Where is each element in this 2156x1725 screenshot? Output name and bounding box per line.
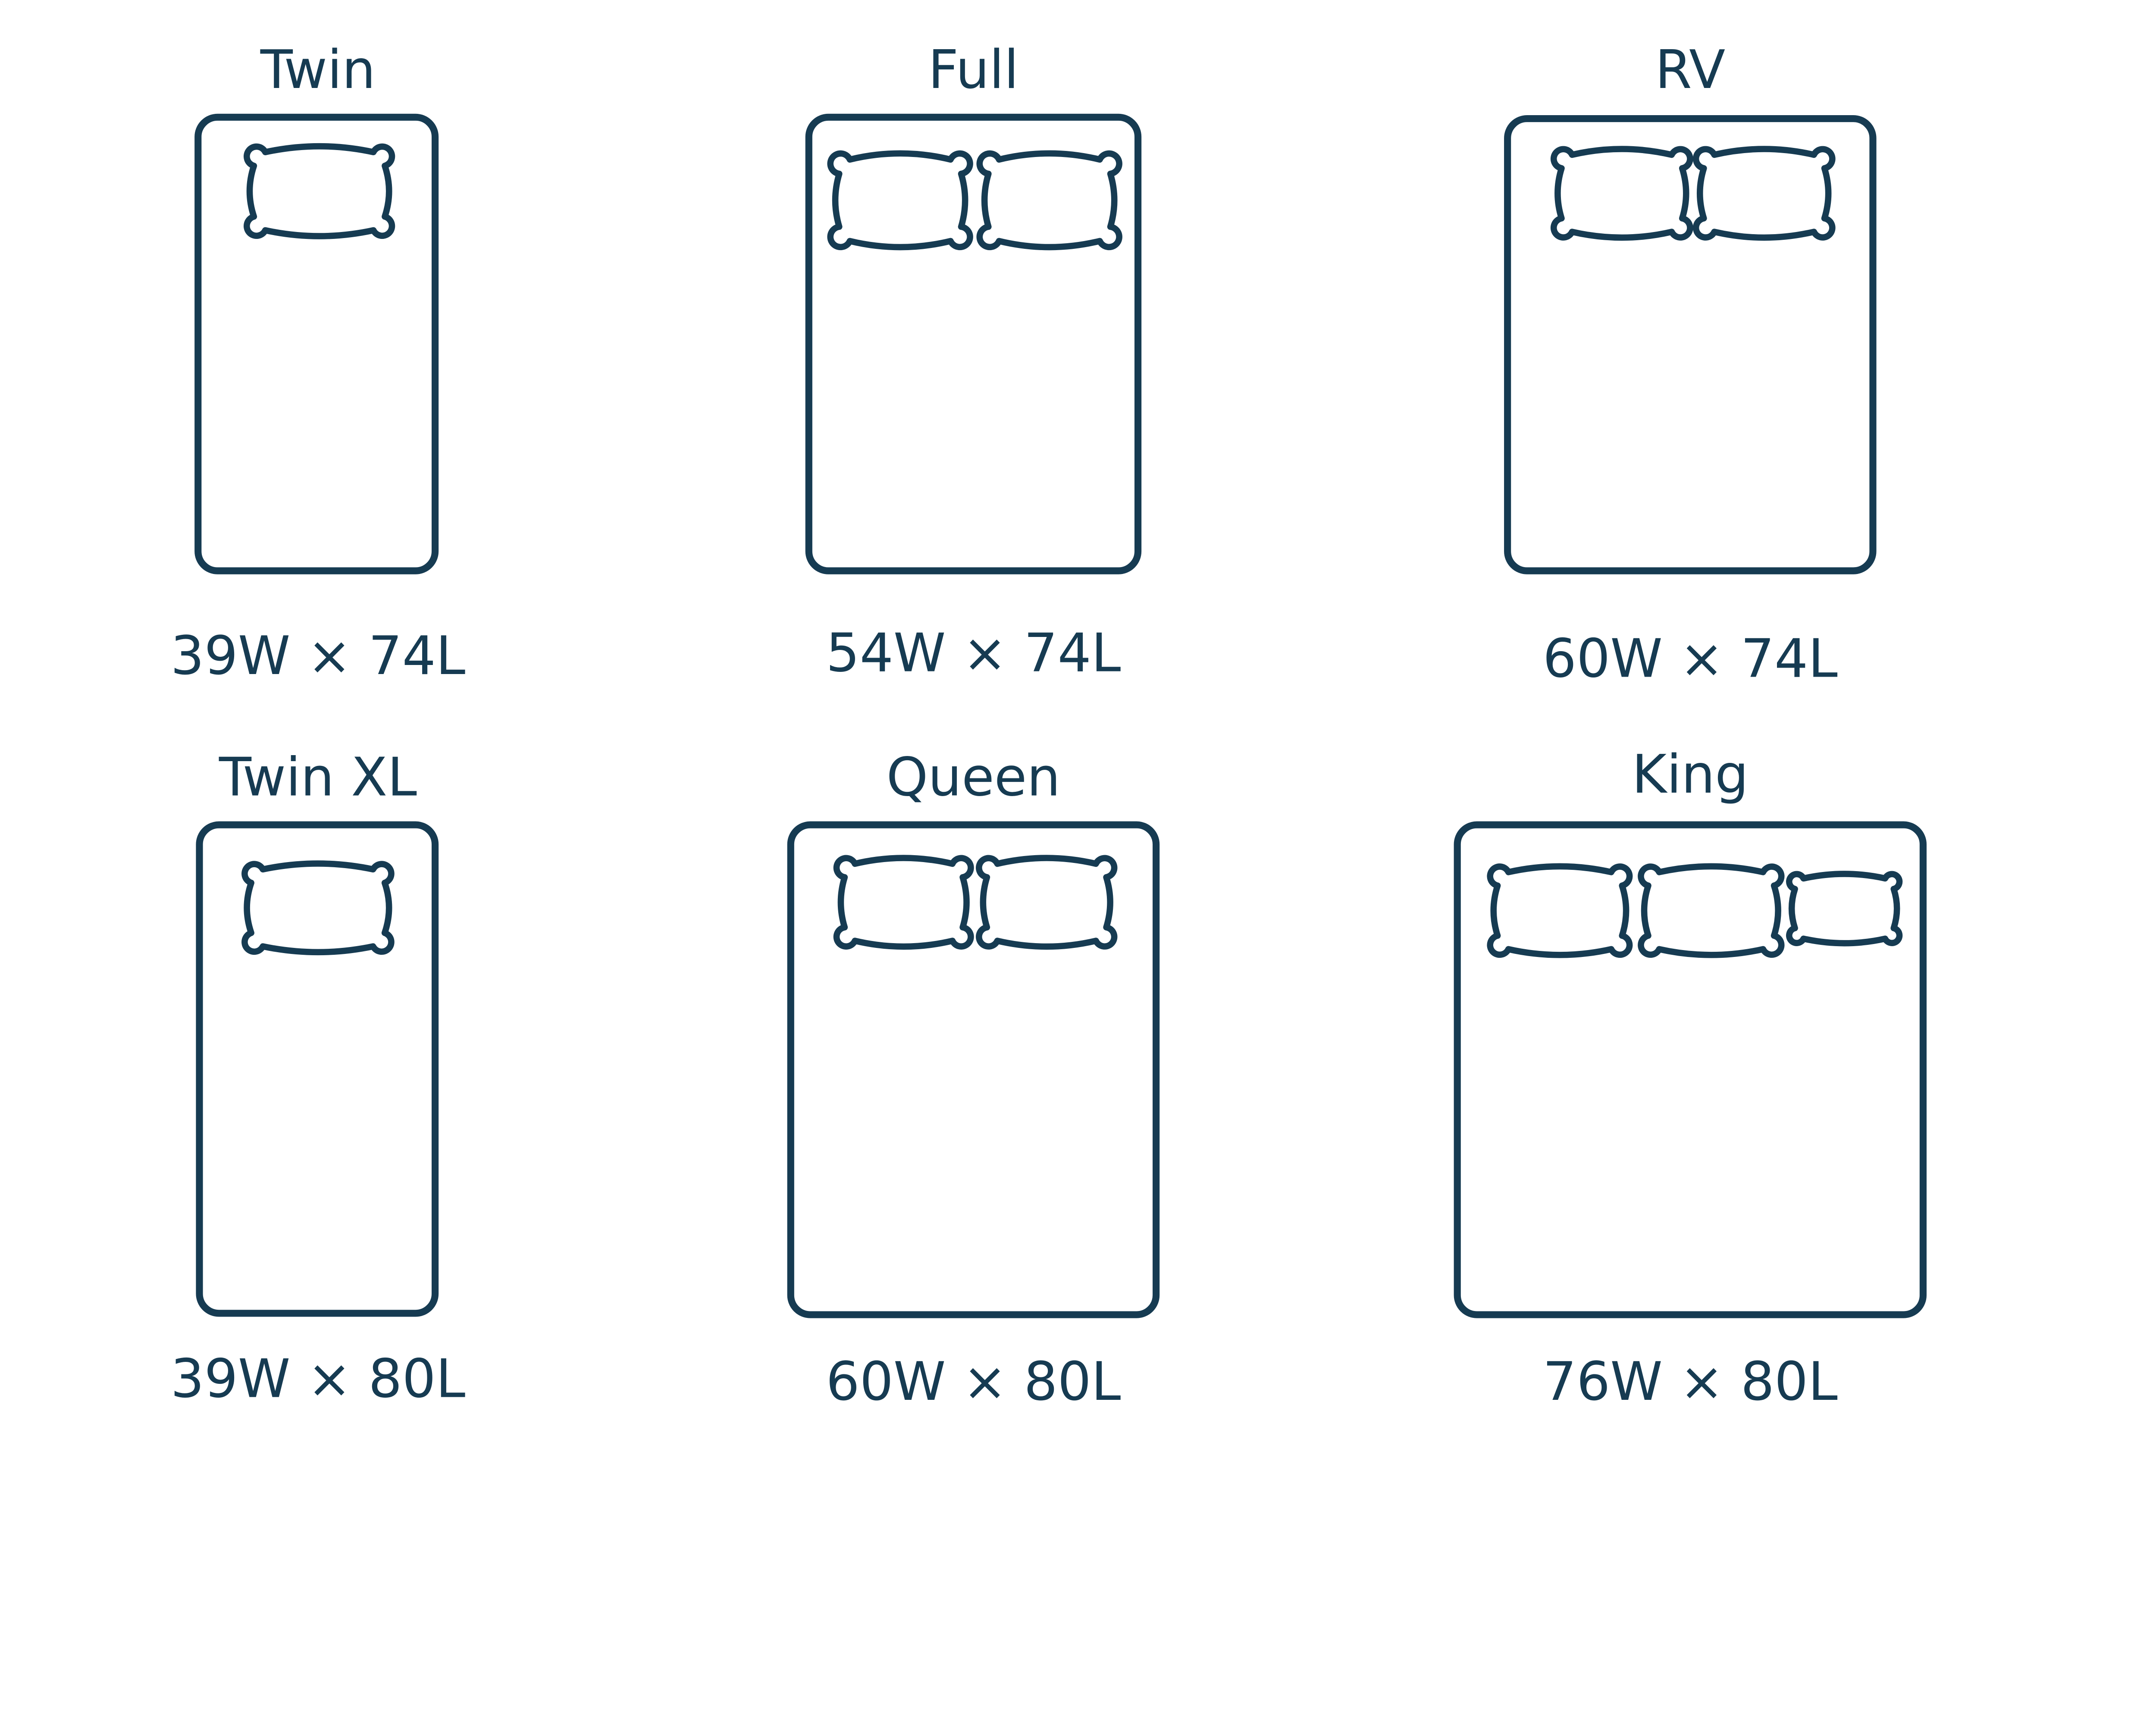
pillow-icon [827, 150, 973, 251]
bed-dimensions: 60W × 80L [826, 1351, 1121, 1412]
bed-rv: RV 60W × 74L [1504, 39, 1877, 690]
bed-title: RV [1655, 39, 1725, 100]
pillow-icon [1487, 863, 1633, 958]
bed-queen: Queen 60W × 80L [787, 746, 1160, 1412]
bed-title: King [1632, 743, 1749, 805]
pillow-icon [833, 855, 974, 950]
bed-dimensions: 39W × 74L [170, 625, 465, 687]
pillow-icon [1692, 146, 1836, 241]
pillow-icon [1786, 871, 1903, 947]
pillow-icon [976, 855, 1118, 950]
bed-dimensions: 76W × 80L [1543, 1351, 1838, 1412]
bed-dimensions: 60W × 74L [1543, 628, 1838, 690]
bed-title: Twin [260, 39, 376, 100]
bed-dimensions: 39W × 80L [170, 1348, 465, 1409]
bed-title: Queen [887, 746, 1061, 808]
pillow-icon [976, 150, 1122, 251]
pillows [241, 860, 395, 956]
pillow-icon [241, 860, 395, 956]
pillows [1487, 863, 1903, 958]
pillows [244, 143, 395, 239]
pillows [833, 855, 1118, 950]
bed-twin: Twin 39W × 74L [170, 39, 465, 687]
bed-title: Full [928, 39, 1018, 100]
bed-king: King 76W × 80L [1454, 743, 1927, 1412]
pillow-icon [244, 143, 395, 239]
pillow-icon [1550, 146, 1693, 241]
bed-twin-xl: Twin XL 39W × 80L [170, 746, 465, 1410]
pillow-icon [1638, 863, 1785, 958]
mattress-size-diagram: Twin 39W × 74L Full 54W × 74L RV 60W × 7… [170, 39, 1927, 1412]
bed-full: Full 54W × 74L [805, 39, 1142, 684]
bed-dimensions: 54W × 74L [826, 622, 1121, 684]
pillows [1550, 146, 1836, 241]
pillows [827, 150, 1122, 251]
bed-title: Twin XL [219, 746, 417, 808]
